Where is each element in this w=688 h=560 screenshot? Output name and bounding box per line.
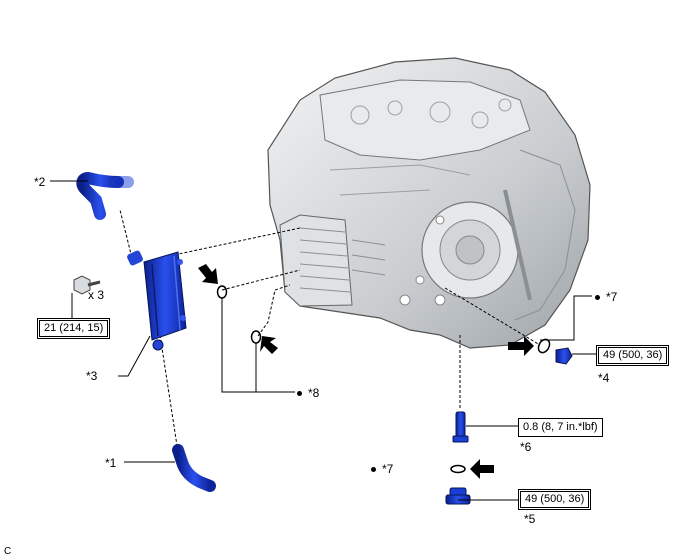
callout-6: *6 — [520, 440, 532, 454]
torque-spec-plug-side-value: 49 (500, 36) — [598, 347, 668, 364]
bullet-dot — [371, 467, 376, 473]
callout-5: *5 — [524, 512, 536, 526]
upper-cooler-hose — [76, 171, 134, 220]
arrow-icon-oring-upper — [198, 264, 218, 284]
corner-code: C — [4, 546, 12, 557]
callout-7-side: *7 — [595, 290, 617, 304]
callout-4: *4 — [598, 371, 610, 385]
o-ring-lower — [250, 330, 262, 344]
lower-cooler-hose — [172, 444, 216, 492]
arrow-icon-gasket-side — [508, 336, 534, 356]
callout-7-side-text: *7 — [606, 290, 618, 304]
arrow-icon-gasket-bottom — [470, 459, 494, 479]
o-ring-upper — [216, 285, 228, 299]
torque-spec-plug-bottom: 49 (500, 36) — [518, 489, 592, 510]
cooler-bolt — [73, 275, 101, 295]
dashed-alignment-lines — [119, 209, 541, 453]
callout-1: *1 — [105, 456, 117, 470]
plug-side — [555, 347, 573, 365]
arrow-icon-oring-lower — [260, 336, 278, 354]
callout-7-bottom: *7 — [371, 462, 393, 476]
callout-7-bottom-text: *7 — [382, 462, 394, 476]
torque-spec-cooler-bolt: 21 (214, 15) — [37, 318, 111, 339]
torque-spec-plug-bottom-value: 49 (500, 36) — [520, 491, 590, 508]
torque-spec-cooler-bolt-value: 21 (214, 15) — [39, 320, 109, 337]
gasket-bottom — [450, 464, 466, 474]
plug-bottom — [445, 487, 471, 505]
quantity-label: x 3 — [88, 288, 105, 302]
oil-cooler — [127, 250, 187, 351]
leader-lines — [50, 180, 596, 501]
torque-spec-pipe-bolt: 0.8 (8, 7 in.*lbf) — [518, 418, 603, 437]
transaxle-housing — [267, 57, 591, 349]
callout-2: *2 — [34, 175, 46, 189]
callout-3: *3 — [86, 369, 98, 383]
pipe-bolt — [452, 411, 469, 443]
callout-8-text: *8 — [308, 386, 320, 400]
torque-spec-plug-side: 49 (500, 36) — [596, 345, 670, 366]
callout-8: *8 — [297, 386, 319, 400]
bullet-dot — [595, 295, 600, 301]
bullet-dot — [297, 391, 302, 397]
